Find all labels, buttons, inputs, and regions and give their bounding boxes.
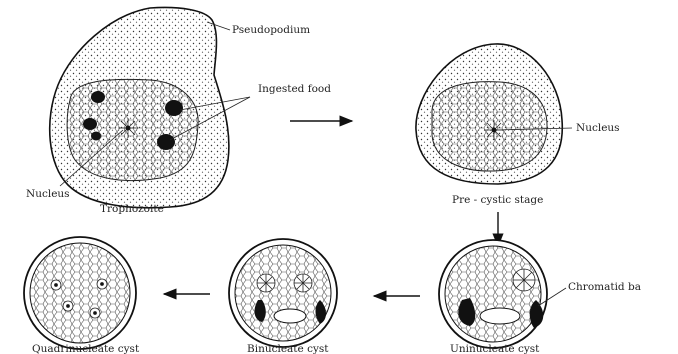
trophozoite-nucleus: [118, 118, 138, 138]
label-uninucleate-cyst: Uninucleate cyst: [450, 343, 540, 354]
label-binucleate-cyst: Binucleate cyst: [247, 343, 329, 354]
trophozoite-cell: [50, 8, 229, 208]
cyst-nucleus: [90, 308, 100, 318]
precystic-cell: [416, 44, 562, 184]
cyst-nucleus: [97, 279, 107, 289]
cyst-nucleus: [294, 274, 312, 292]
label-quadrinucleate-cyst: Quadrinucleate cyst: [32, 343, 140, 354]
cyst-wall-inner: [445, 246, 541, 342]
cyst-nucleus: [257, 274, 275, 292]
food-vacuole: [165, 100, 183, 116]
label-trophozoite: Trophozoite: [100, 203, 164, 215]
label-ingested-food: Ingested food: [258, 83, 331, 95]
food-vacuole: [91, 132, 101, 141]
cyst-wall-inner: [235, 245, 331, 341]
binucleate-cyst: [229, 239, 337, 347]
label-precystic-stage: Pre - cystic stage: [452, 194, 543, 206]
cyst-wall-inner: [30, 243, 130, 343]
cyst-nucleus: [63, 301, 73, 311]
uninucleate-cyst: [439, 240, 547, 348]
trophozoite-endoplasm: [67, 79, 198, 180]
label-nucleus-trophozoite: Nucleus: [26, 188, 70, 200]
label-pseudopodium: Pseudopodium: [232, 24, 310, 36]
glycogen-vacuole: [274, 309, 306, 323]
glycogen-vacuole: [480, 308, 520, 324]
label-nucleus-precyst: Nucleus: [576, 122, 620, 134]
quadrinucleate-cyst: [24, 237, 136, 349]
food-vacuole: [83, 118, 97, 130]
label-chromatid-bar: Chromatid ba: [568, 281, 641, 293]
food-vacuole: [157, 134, 175, 150]
cyst-nucleus: [513, 269, 535, 291]
cyst-nucleus: [51, 280, 61, 290]
precystic-endoplasm: [432, 82, 547, 171]
food-vacuole: [91, 91, 105, 103]
